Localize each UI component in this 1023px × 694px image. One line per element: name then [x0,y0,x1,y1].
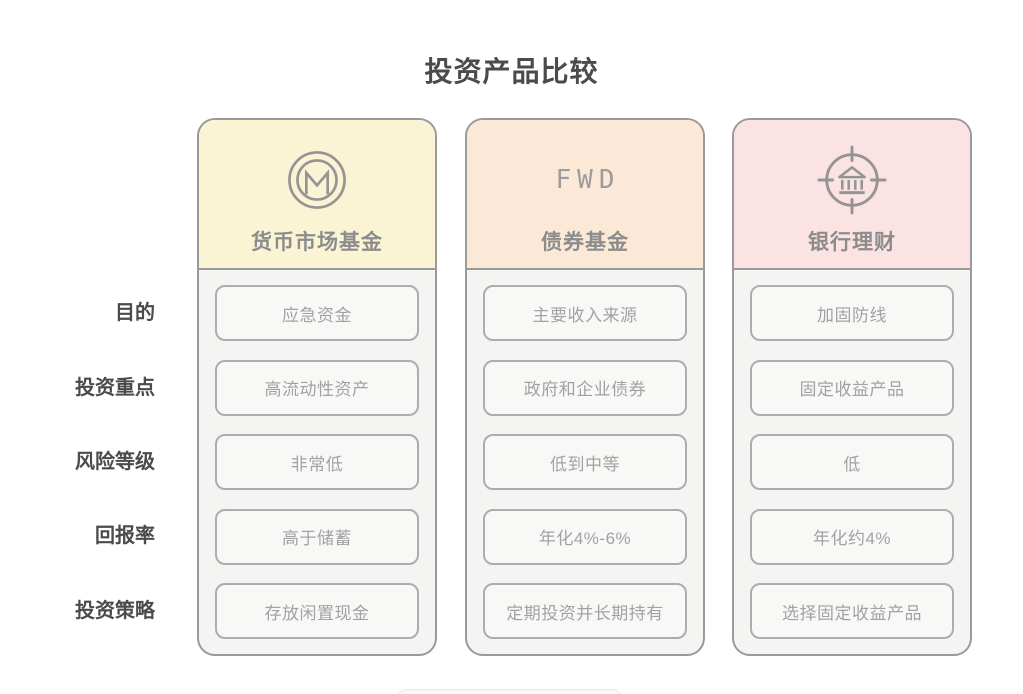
row-label-investment-focus: 投资重点 [75,377,155,399]
card-body: 加固防线 固定收益产品 低 年化约4% 选择固定收益产品 [734,270,970,639]
cell-return-rate: 年化约4% [750,508,954,565]
monero-coin-icon [285,146,349,214]
card-body: 应急资金 高流动性资产 非常低 高于储蓄 存放闲置现金 [199,270,435,639]
card-body: 主要收入来源 政府和企业债券 低到中等 年化4%-6% 定期投资并长期持有 [467,270,703,639]
card-header-bank-wealth-management: 银行理财 [734,120,970,270]
fwd-logo: FWD [555,165,621,195]
cell-investment-focus: 政府和企业债券 [483,359,687,416]
cell-risk-level: 非常低 [215,434,419,490]
row-label-return-rate: 回报率 [95,525,155,547]
cell-return-rate: 年化4%-6% [483,508,687,565]
cell-purpose: 应急资金 [215,285,419,341]
card-header-bond-fund: FWD 债券基金 [467,120,703,270]
cell-risk-level: 低到中等 [483,434,687,490]
row-label-risk-level: 风险等级 [75,451,155,473]
card-bond-fund: FWD 债券基金 主要收入来源 政府和企业债券 低到中等 年化4%-6% 定期投… [465,118,705,656]
card-header-money-market-fund: 货币市场基金 [199,120,435,270]
card-bank-wealth-management: 银行理财 加固防线 固定收益产品 低 年化约4% 选择固定收益产品 [732,118,972,656]
page-title: 投资产品比较 [424,56,599,87]
cell-purpose: 加固防线 [750,285,954,341]
cell-investment-focus: 高流动性资产 [215,359,419,416]
cell-investment-focus: 固定收益产品 [750,359,954,416]
cell-strategy: 定期投资并长期持有 [483,583,687,639]
column-title: 债券基金 [541,231,629,254]
column-title: 银行理财 [808,231,896,254]
column-title: 货币市场基金 [251,231,383,254]
bank-target-icon [817,145,887,215]
cell-strategy: 存放闲置现金 [215,583,419,639]
cell-risk-level: 低 [750,434,954,490]
row-label-strategy: 投资策略 [75,600,155,622]
cell-purpose: 主要收入来源 [483,285,687,341]
card-money-market-fund: 货币市场基金 应急资金 高流动性资产 非常低 高于储蓄 存放闲置现金 [197,118,437,656]
clipped-bottom-element [397,689,622,694]
cell-return-rate: 高于储蓄 [215,508,419,565]
row-label-purpose: 目的 [115,302,155,324]
cell-strategy: 选择固定收益产品 [750,583,954,639]
